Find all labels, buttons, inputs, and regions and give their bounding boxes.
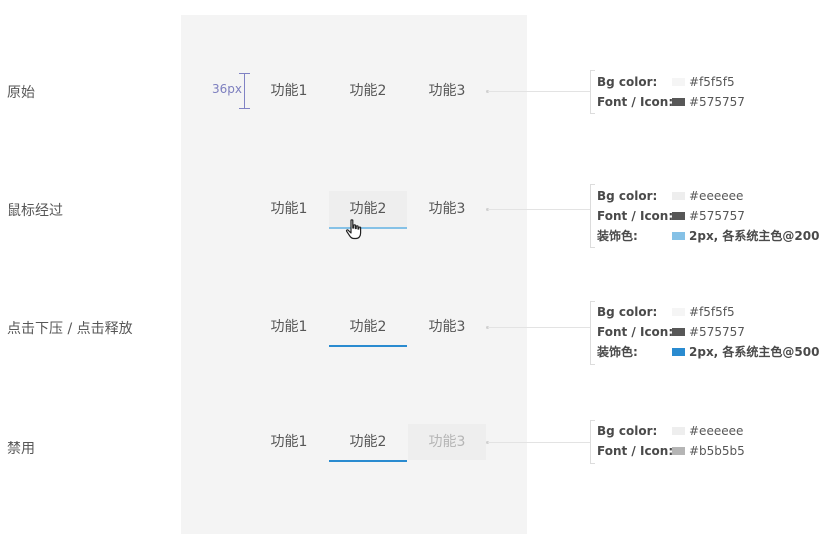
connector-dot <box>486 208 489 211</box>
spec-value: #eeeeee <box>689 189 744 203</box>
state-label-disabled: 禁用 <box>7 441 35 457</box>
tab-label: 功能2 <box>349 434 387 450</box>
spec-value: 2px, 各系统主色@500 <box>689 345 820 359</box>
active-underline <box>329 345 407 347</box>
active-underline <box>329 460 407 462</box>
tab-function-1[interactable]: 功能1 <box>270 319 308 335</box>
spec-value: #575757 <box>689 209 745 223</box>
state-label-pressed: 点击下压 / 点击释放 <box>7 321 133 337</box>
spec-key: 装饰色: <box>597 229 638 243</box>
color-swatch <box>672 98 685 106</box>
tab-function-3-disabled: 功能3 <box>408 424 486 460</box>
connector-line <box>488 91 591 92</box>
tab-function-2[interactable]: 功能2 <box>349 83 387 99</box>
spec-key: Font / Icon: <box>597 95 674 109</box>
connector-dot <box>486 326 489 329</box>
state-label-default: 原始 <box>7 85 35 101</box>
connector-line <box>488 327 591 328</box>
tab-function-2-active[interactable]: 功能2 <box>329 309 407 347</box>
spec-key: Bg color: <box>597 305 658 319</box>
color-swatch <box>672 348 685 356</box>
spec-value: #f5f5f5 <box>689 305 735 319</box>
tab-function-2-active[interactable]: 功能2 <box>329 424 407 462</box>
hover-underline <box>329 227 407 229</box>
tab-function-3[interactable]: 功能3 <box>428 201 466 217</box>
spec-bracket <box>590 184 595 248</box>
spec-key: Font / Icon: <box>597 325 674 339</box>
tab-function-1[interactable]: 功能1 <box>270 434 308 450</box>
spec-key: Font / Icon: <box>597 209 674 223</box>
spec-value: 2px, 各系统主色@200 <box>689 229 820 243</box>
state-label-hover: 鼠标经过 <box>7 203 63 219</box>
color-swatch <box>672 447 685 455</box>
height-measure-line <box>244 73 245 109</box>
spec-value: #575757 <box>689 325 745 339</box>
color-swatch <box>672 427 685 435</box>
color-swatch <box>672 212 685 220</box>
spec-key: Bg color: <box>597 424 658 438</box>
spec-key: Bg color: <box>597 189 658 203</box>
height-measure-cap-bottom <box>239 108 250 109</box>
color-swatch <box>672 78 685 86</box>
color-swatch <box>672 328 685 336</box>
spec-value: #575757 <box>689 95 745 109</box>
height-measure-label: 36px <box>212 82 242 96</box>
connector-dot <box>486 90 489 93</box>
spec-bracket <box>590 420 595 464</box>
tab-function-1[interactable]: 功能1 <box>270 83 308 99</box>
tab-label: 功能2 <box>349 201 387 217</box>
tab-function-3[interactable]: 功能3 <box>428 319 466 335</box>
spec-bracket <box>590 70 595 114</box>
tab-function-3[interactable]: 功能3 <box>428 83 466 99</box>
hand-pointer-icon <box>345 219 362 240</box>
connector-line <box>488 442 591 443</box>
color-swatch <box>672 232 685 240</box>
spec-value: #b5b5b5 <box>689 444 745 458</box>
spec-value: #f5f5f5 <box>689 75 735 89</box>
tab-function-2-hovered[interactable]: 功能2 <box>329 191 407 229</box>
height-measure-cap-top <box>239 73 250 74</box>
tab-label: 功能2 <box>349 319 387 335</box>
color-swatch <box>672 192 685 200</box>
connector-dot <box>486 441 489 444</box>
spec-key: Bg color: <box>597 75 658 89</box>
spec-value: #eeeeee <box>689 424 744 438</box>
color-swatch <box>672 308 685 316</box>
connector-line <box>488 209 591 210</box>
spec-key: Font / Icon: <box>597 444 674 458</box>
spec-bracket <box>590 301 595 365</box>
tab-function-1[interactable]: 功能1 <box>270 201 308 217</box>
spec-key: 装饰色: <box>597 345 638 359</box>
